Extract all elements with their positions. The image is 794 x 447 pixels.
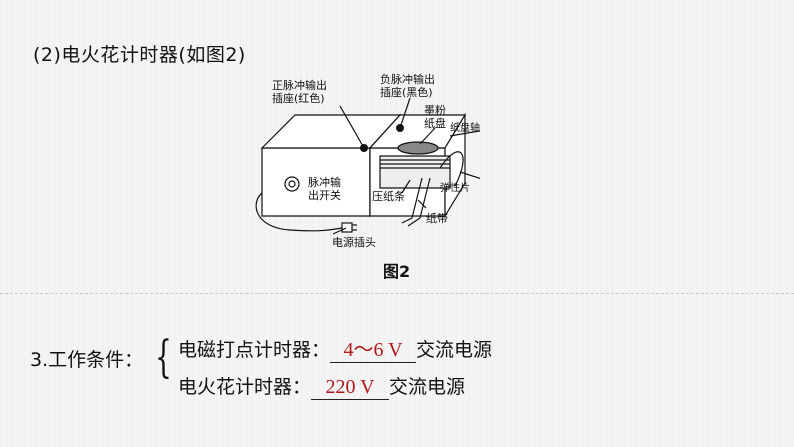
curly-brace: {: [155, 332, 172, 383]
row2-suffix: 交流电源: [389, 376, 466, 398]
row1-prefix: 电磁打点计时器：: [178, 339, 331, 361]
row1-suffix: 交流电源: [416, 339, 493, 361]
neg-socket-label: 负脉冲输出 插座(黑色): [380, 73, 435, 99]
pulse-switch-line1: 脉冲输: [308, 176, 341, 189]
ink-disc-line2: 纸盘: [424, 117, 446, 130]
neg-socket-line1: 负脉冲输出: [380, 73, 435, 86]
row2-prefix: 电火花计时器：: [178, 376, 312, 398]
pulse-switch-label: 脉冲输 出开关: [308, 176, 341, 202]
paper-axis-label: 纸盘轴: [450, 123, 480, 134]
section-title: (2)电火花计时器(如图2): [33, 44, 246, 66]
row1-answer-blank: 4～6 V: [330, 333, 417, 363]
pulse-switch-line2: 出开关: [308, 189, 341, 202]
neg-socket-line2: 插座(黑色): [380, 86, 433, 99]
conditions-label: 3.工作条件：: [30, 349, 144, 371]
figure-caption: 图2: [383, 262, 411, 281]
pos-socket-line2: 插座(红色): [272, 92, 325, 105]
pos-socket-label: 正脉冲输出 插座(红色): [272, 79, 327, 105]
spring-label: 弹性片: [440, 183, 470, 194]
divider: [0, 293, 794, 294]
plug-label: 电源插头: [332, 236, 376, 249]
row2-answer-blank: 220 V: [311, 376, 390, 400]
tape-label: 纸带: [426, 212, 448, 225]
ink-disc-label: 墨粉 纸盘: [424, 104, 446, 130]
spark-timer-figure: 正脉冲输出 插座(红色) 负脉冲输出 插座(黑色) 墨粉 纸盘 纸盘轴 脉冲输 …: [250, 68, 480, 283]
pos-socket-line1: 正脉冲输出: [272, 79, 327, 92]
paper-press-label: 压纸条: [372, 190, 405, 203]
ink-disc-line1: 墨粉: [424, 104, 446, 117]
spark-timer-drawing: [255, 97, 480, 235]
